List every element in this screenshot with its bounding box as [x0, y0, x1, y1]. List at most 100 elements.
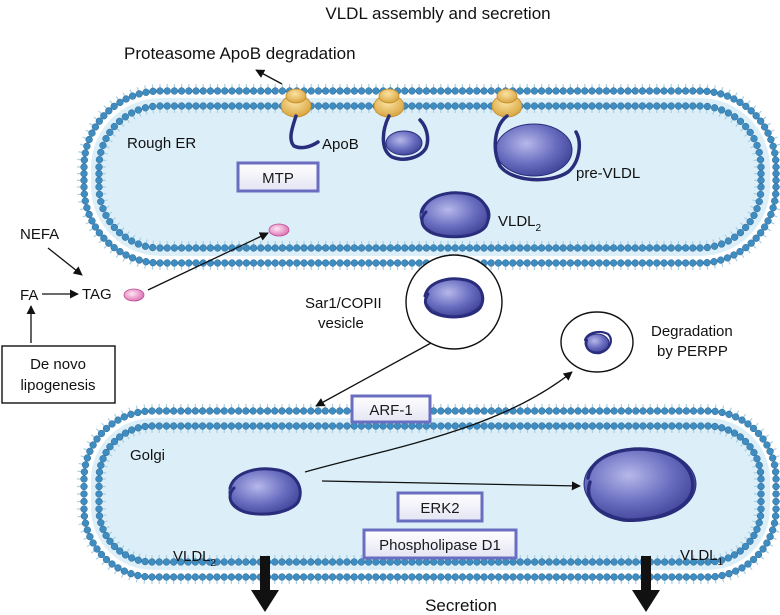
lipid-head: [494, 573, 503, 581]
lipid-head: [764, 217, 772, 225]
lipid-head: [321, 558, 329, 566]
lipid-head: [135, 256, 143, 264]
lipid-head: [364, 558, 373, 566]
lipid-head: [444, 87, 452, 95]
lipid-head: [617, 244, 625, 252]
lipid-head: [365, 259, 373, 267]
lipid-head: [408, 573, 416, 581]
lipid-head: [162, 422, 171, 430]
lipid-head: [213, 259, 222, 267]
lipid-head: [744, 560, 752, 568]
lipid-head: [617, 407, 626, 415]
lipid-head: [668, 422, 676, 430]
lipid-head: [755, 519, 763, 527]
nefa-to-tag-arrow: [47, 247, 83, 276]
lipid-head: [148, 407, 156, 415]
diagram-title: VLDL assembly and secretion: [325, 4, 550, 23]
lipid-head: [545, 259, 553, 267]
lipid-head: [156, 87, 164, 95]
lipid-head: [545, 422, 553, 430]
lipid-head: [754, 550, 763, 559]
lipid-head: [653, 407, 662, 415]
lipid-head: [177, 573, 185, 581]
lipid-head: [393, 558, 402, 566]
lipid-head: [162, 558, 171, 566]
lipid-head: [155, 573, 163, 581]
lipid-head: [645, 87, 654, 95]
lipid-head: [89, 441, 97, 449]
arf1-label: ARF-1: [369, 402, 412, 419]
lipid-head: [660, 244, 668, 252]
lipid-head: [242, 407, 250, 415]
lipid-head: [487, 87, 495, 95]
lipid-head: [263, 407, 272, 415]
lipid-head: [321, 259, 330, 267]
lipid-head: [566, 244, 575, 252]
lipid-head: [235, 259, 243, 267]
lipid-head: [772, 183, 780, 191]
lipid-head: [487, 244, 495, 252]
lipid-head: [609, 102, 618, 110]
lipid-head: [609, 259, 618, 267]
lipid-head: [299, 558, 308, 566]
lipid-head: [595, 259, 603, 267]
lipid-head: [653, 558, 662, 566]
lipid-head: [95, 176, 103, 184]
golgi-vldl2-main: VLDL: [173, 548, 211, 565]
lipid-head: [299, 407, 308, 415]
lipid-head: [278, 259, 287, 267]
lipid-head: [617, 558, 626, 566]
lipid-head: [674, 244, 683, 252]
lipid-head: [689, 407, 698, 415]
lipid-head: [653, 422, 662, 430]
lipid-head: [681, 102, 690, 110]
lipid-head: [242, 422, 250, 430]
lipid-head: [610, 573, 618, 581]
lipid-head: [242, 102, 251, 110]
erk2-box: ERK2: [396, 491, 484, 523]
lipid-head: [120, 413, 128, 421]
lipid-head: [343, 407, 351, 415]
lipid-head: [415, 87, 423, 95]
lipid-head: [198, 407, 207, 415]
lipid-head: [95, 468, 104, 476]
lipid-head: [494, 244, 503, 252]
lipid-head: [531, 407, 539, 415]
lipid-head: [772, 156, 780, 164]
lipid-head: [545, 573, 553, 581]
mtp-label: MTP: [262, 170, 294, 187]
lipid-head: [336, 407, 344, 415]
lipid-head: [674, 259, 683, 267]
lipid-head: [271, 87, 279, 95]
lipid-head: [757, 475, 765, 483]
lipid-head: [631, 87, 639, 95]
lipid-head: [134, 408, 142, 417]
lipid-head: [763, 539, 771, 547]
lipid-head: [408, 558, 416, 566]
lipid-head: [609, 244, 618, 252]
lipid-head: [559, 558, 568, 566]
lipid-head: [451, 573, 459, 581]
lipid-head: [314, 259, 323, 267]
lipid-head: [185, 259, 193, 267]
lipid-head: [574, 422, 582, 430]
lipid-head: [314, 102, 323, 110]
lipid-head: [86, 447, 94, 455]
lipid-head: [487, 422, 496, 430]
lipid-head: [574, 407, 582, 415]
lipid-head: [653, 87, 661, 95]
lipid-head: [750, 211, 758, 219]
lipid-head: [114, 416, 122, 424]
lipid-head: [559, 87, 567, 95]
lipid-head: [645, 244, 654, 252]
lipid-head: [177, 244, 186, 252]
lipid-head: [343, 87, 351, 95]
lipid-head: [760, 123, 769, 131]
lipid-head: [184, 422, 192, 430]
lipid-head: [91, 223, 100, 231]
lipid-head: [675, 422, 683, 430]
lipid-head: [184, 558, 192, 566]
nefa-label: NEFA: [20, 226, 59, 243]
lipid-head: [566, 102, 575, 110]
lipid-head: [278, 244, 287, 252]
